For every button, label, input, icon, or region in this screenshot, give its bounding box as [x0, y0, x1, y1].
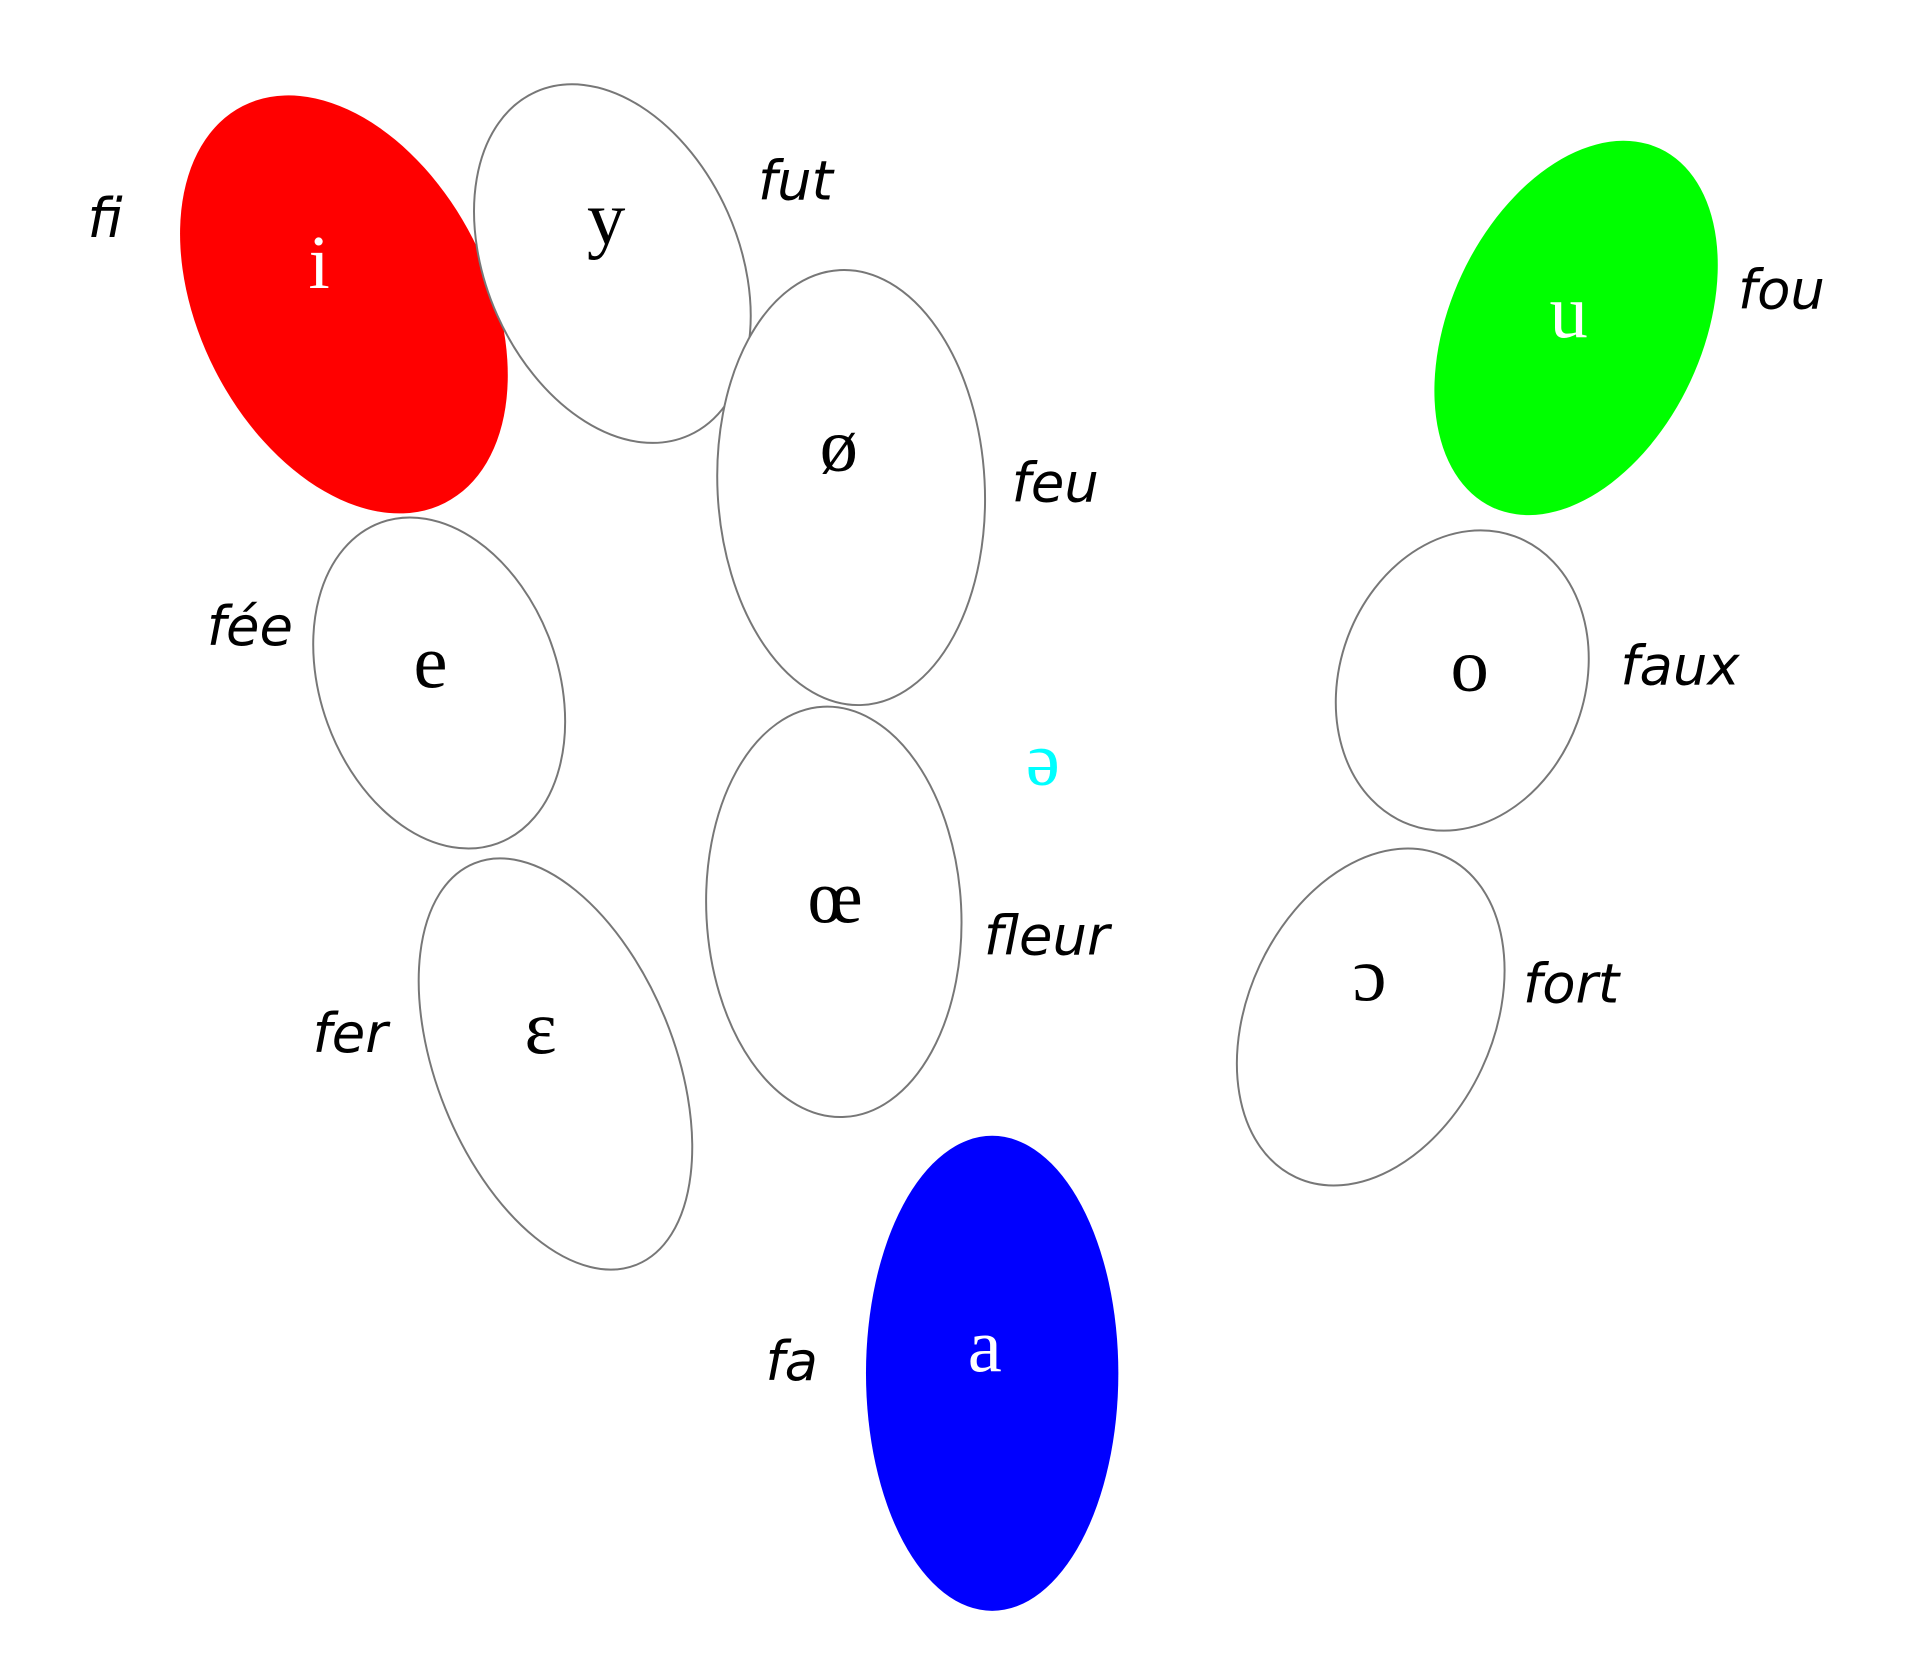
- word-fa: fa: [765, 1329, 818, 1393]
- word-fou: fou: [1738, 258, 1825, 322]
- vowel-oe-ellipse: [705, 705, 963, 1119]
- word-fort: fort: [1523, 952, 1622, 1016]
- symbol-y: y: [587, 175, 626, 260]
- word-fee: fée: [207, 594, 293, 658]
- symbol-u: u: [1549, 269, 1587, 354]
- word-faux: faux: [1620, 634, 1740, 698]
- vowel-e-ellipse: [312, 516, 567, 850]
- symbol-oe: œ: [807, 855, 862, 940]
- symbol-open-o: ɔ: [1352, 932, 1386, 1017]
- symbol-o: o: [1451, 623, 1489, 708]
- vowel-y-ellipse: [473, 83, 752, 444]
- word-feu: feu: [1012, 451, 1099, 515]
- vowel-u-ellipse: [1434, 140, 1718, 516]
- symbol-schwa: ə: [1026, 717, 1060, 802]
- symbol-i: i: [309, 220, 330, 305]
- vowel-o-ellipse: [1334, 529, 1590, 832]
- word-fut: fut: [758, 149, 836, 213]
- vowel-i-ellipse: [180, 95, 508, 514]
- vowel-epsilon-ellipse: [417, 857, 694, 1271]
- symbol-a: a: [968, 1304, 1002, 1389]
- vowel-open-o-ellipse: [1235, 847, 1506, 1187]
- word-fi: fi: [88, 186, 123, 250]
- symbol-e: e: [413, 619, 447, 704]
- word-fer: fer: [313, 1001, 392, 1065]
- word-fleur: fleur: [984, 903, 1113, 967]
- symbol-epsilon: ɛ: [525, 986, 557, 1071]
- symbol-o-slash: ø: [820, 403, 858, 488]
- vowel-o-slash-ellipse: [716, 268, 987, 707]
- vowel-a-ellipse: [865, 1135, 1119, 1611]
